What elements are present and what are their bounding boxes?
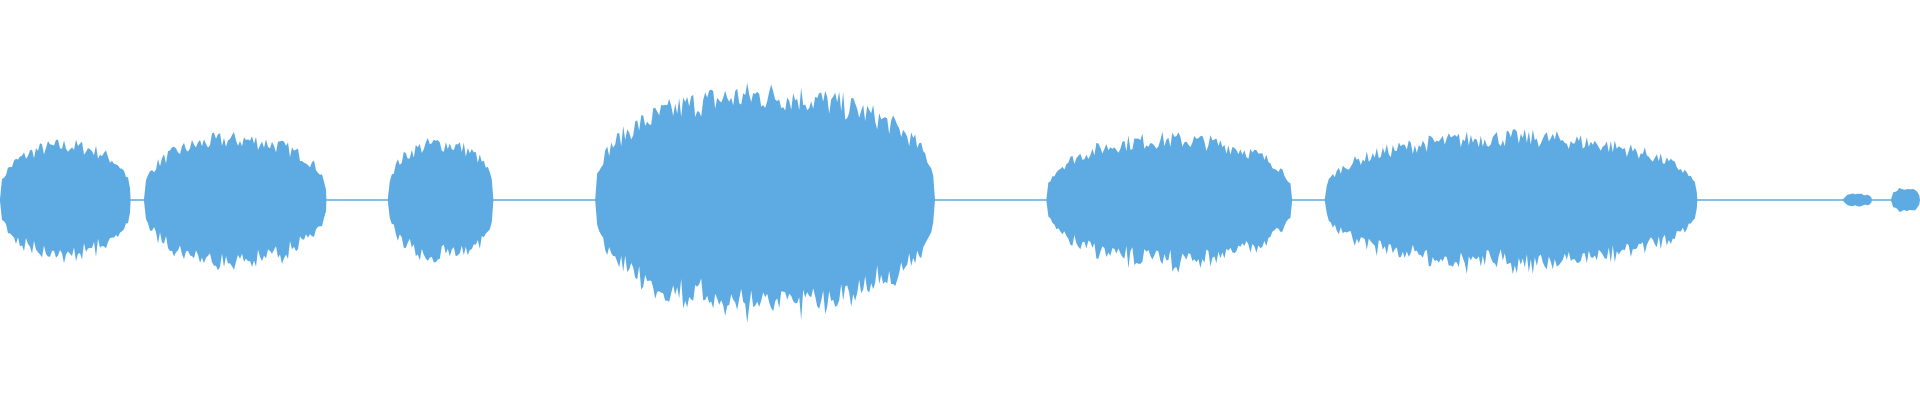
waveform-segment-7 (1843, 193, 1872, 207)
waveform-segment-6 (1324, 129, 1698, 275)
waveform-segment-8 (1891, 188, 1920, 212)
waveform-segment-3 (387, 138, 494, 263)
waveform-segment-5 (1046, 131, 1293, 273)
waveform-segment-4 (595, 82, 935, 324)
waveform-segment-2 (144, 132, 327, 271)
waveform-segment-1 (0, 139, 131, 264)
